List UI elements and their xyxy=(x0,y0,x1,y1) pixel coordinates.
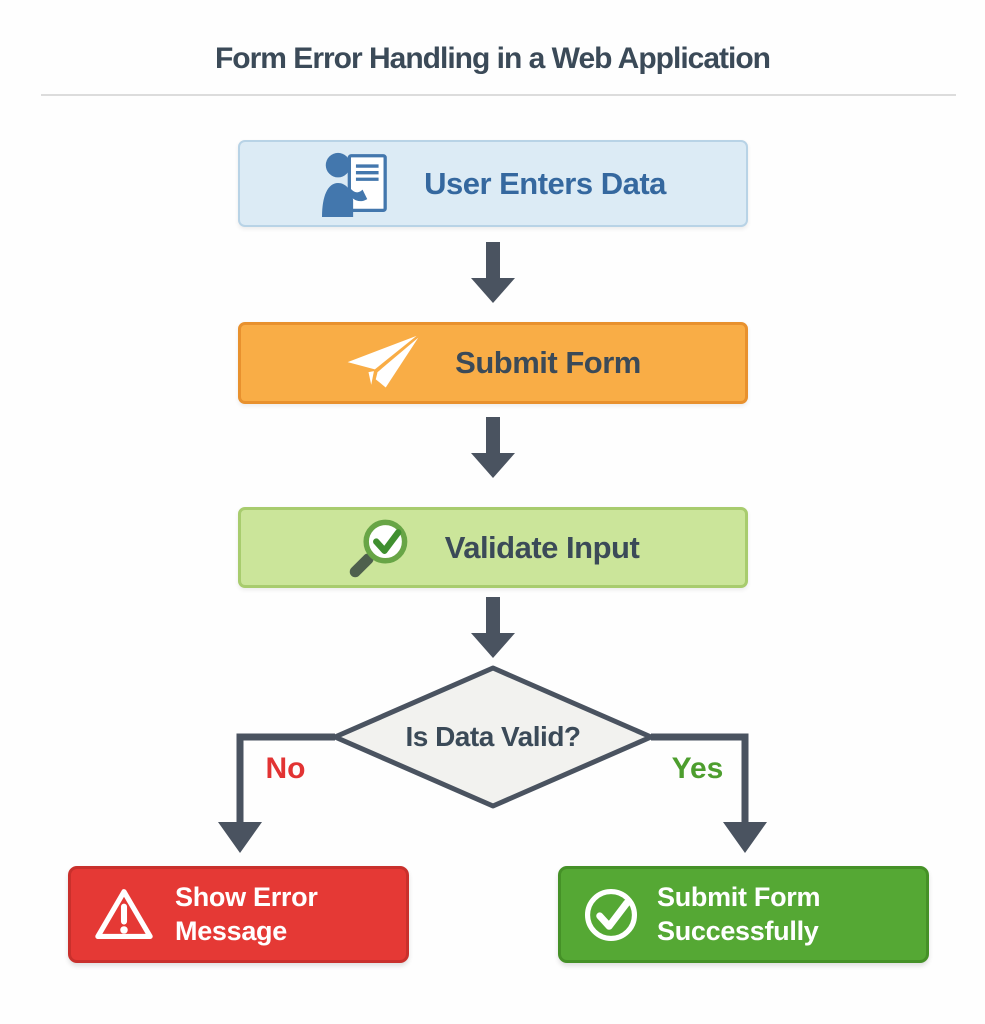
node-label: User Enters Data xyxy=(424,165,666,201)
arrow-down-2 xyxy=(471,417,515,478)
branch-yes-connector xyxy=(651,733,749,824)
arrow-down-1 xyxy=(471,242,515,303)
check-circle-icon xyxy=(581,885,641,945)
warning-triangle-icon xyxy=(93,887,155,943)
branch-label-yes: Yes xyxy=(671,752,724,785)
branch-no-arrowhead xyxy=(218,822,262,853)
node-validate-input: Validate Input xyxy=(238,507,748,588)
magnifier-check-icon xyxy=(347,516,411,580)
node-user-enters-data: User Enters Data xyxy=(238,140,748,227)
user-form-icon xyxy=(320,151,390,217)
page-title: Form Error Handling in a Web Application xyxy=(214,42,771,75)
node-submit-form: Submit Form xyxy=(238,322,748,404)
node-label: Show Error Message xyxy=(175,881,318,946)
branch-yes-arrowhead xyxy=(723,822,767,853)
paper-plane-icon xyxy=(345,334,421,392)
node-submit-form-successfully: Submit Form Successfully xyxy=(558,866,929,963)
branch-no-connector xyxy=(236,733,335,824)
node-label: Submit Form Successfully xyxy=(657,881,821,946)
node-show-error-message: Show Error Message xyxy=(68,866,409,963)
node-label: Validate Input xyxy=(444,529,640,565)
arrow-down-3 xyxy=(471,597,515,658)
decision-diamond xyxy=(332,665,654,809)
decision-label: Is Data Valid? xyxy=(405,721,581,752)
branch-label-no: No xyxy=(265,752,306,785)
node-label: Submit Form xyxy=(455,345,641,380)
title-divider xyxy=(41,94,956,96)
